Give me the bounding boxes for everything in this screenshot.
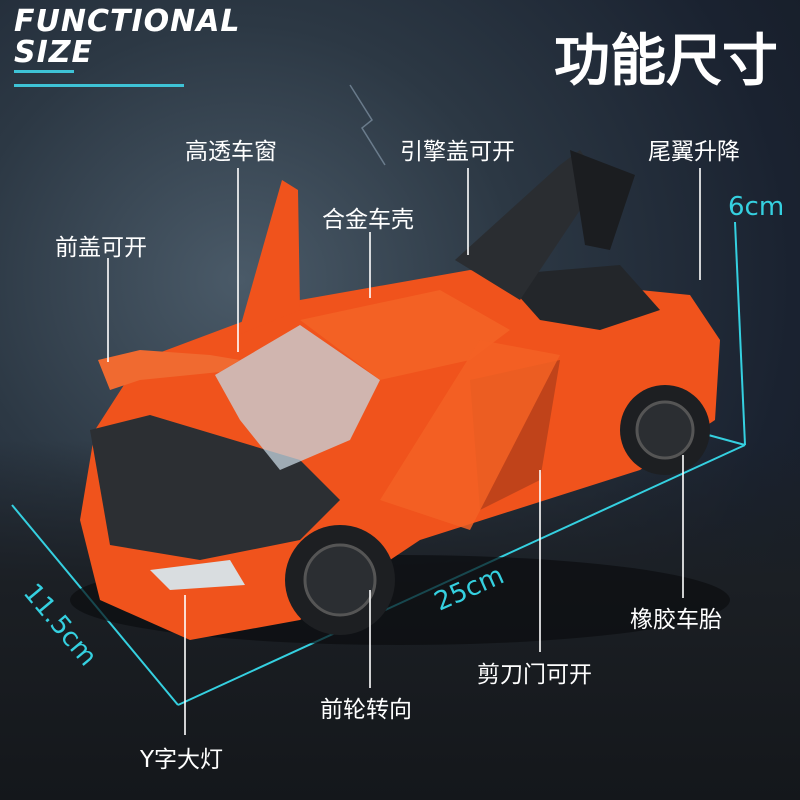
brand-accent-long bbox=[14, 84, 184, 87]
feature-window: 高透车窗 bbox=[185, 139, 277, 165]
feature-spoiler: 尾翼升降 bbox=[648, 139, 740, 165]
feature-scissor-doors: 剪刀门可开 bbox=[477, 662, 592, 688]
page-title: 功能尺寸 bbox=[554, 29, 778, 94]
brand-line-2: SIZE bbox=[14, 35, 94, 70]
feature-headlights: Y字大灯 bbox=[140, 747, 224, 773]
car-model bbox=[80, 150, 720, 640]
brand-accent-short bbox=[14, 70, 74, 73]
dimension-height: 6cm bbox=[728, 192, 785, 222]
feature-body: 合金车壳 bbox=[322, 207, 414, 233]
feature-tires: 橡胶车胎 bbox=[630, 607, 722, 633]
feature-hood: 引擎盖可开 bbox=[400, 139, 515, 165]
feature-front-cover: 前盖可开 bbox=[55, 235, 147, 261]
feature-steering: 前轮转向 bbox=[320, 697, 412, 723]
brand-line-1: FUNCTIONAL bbox=[14, 4, 241, 39]
callout-lines bbox=[107, 168, 701, 735]
lightning-decor bbox=[349, 84, 386, 166]
brand-title: FUNCTIONAL SIZE bbox=[14, 6, 241, 68]
